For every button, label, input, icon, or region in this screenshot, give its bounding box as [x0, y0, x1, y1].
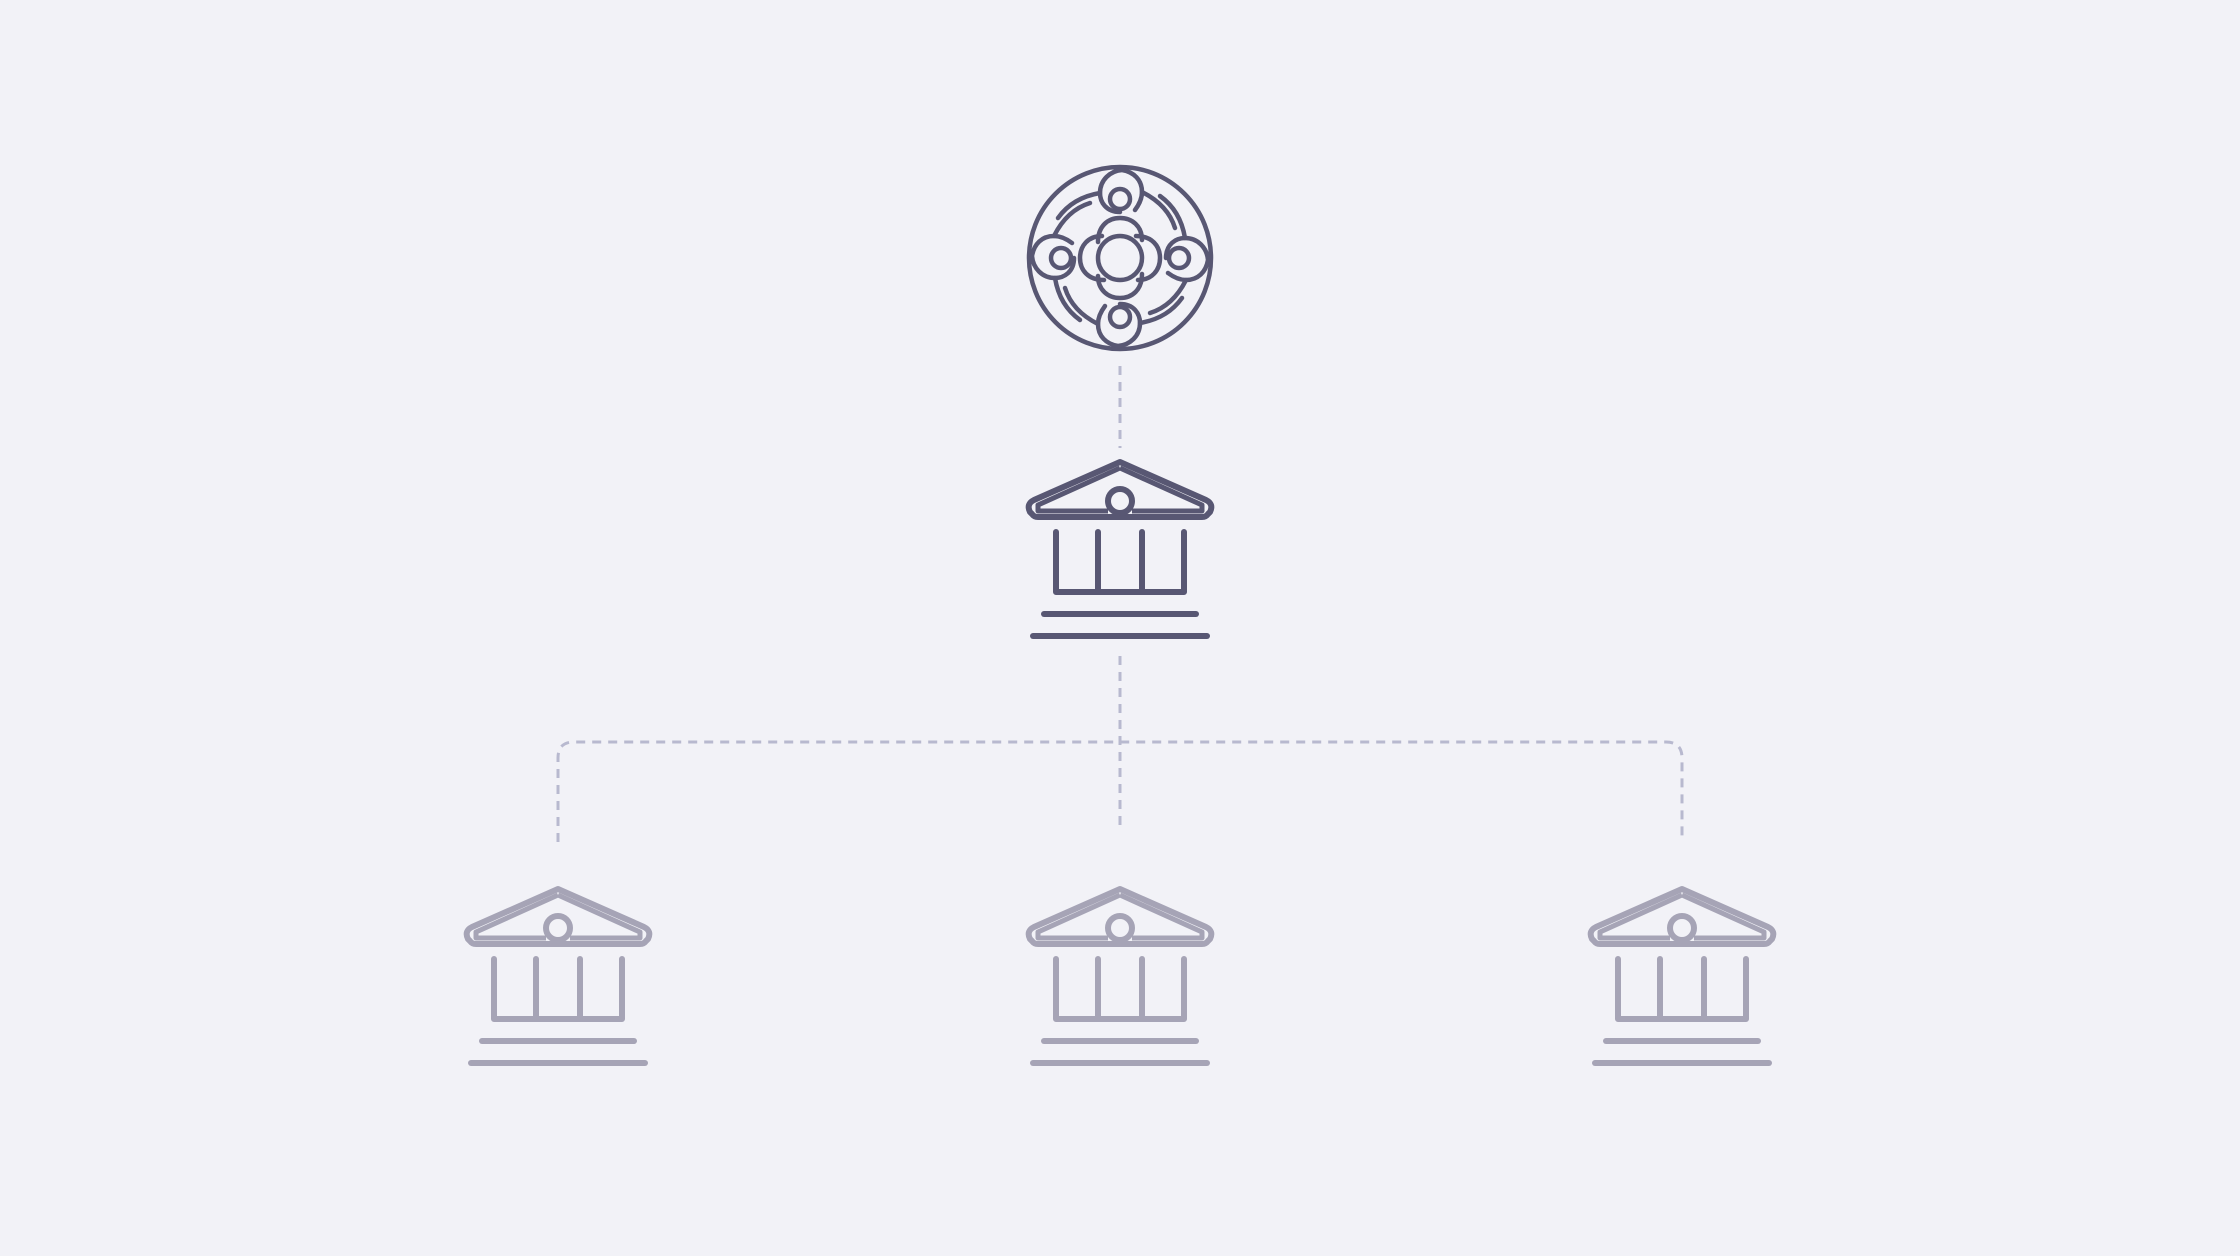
connector-branch	[556, 740, 1684, 842]
child-bank-icon-left	[467, 889, 650, 1063]
connector-lines	[556, 366, 1684, 842]
child-bank-icon-right	[1591, 889, 1774, 1063]
swirl-logo-icon	[1026, 164, 1214, 352]
parent-bank-icon	[1029, 462, 1212, 636]
child-bank-icon-center	[1029, 889, 1212, 1063]
